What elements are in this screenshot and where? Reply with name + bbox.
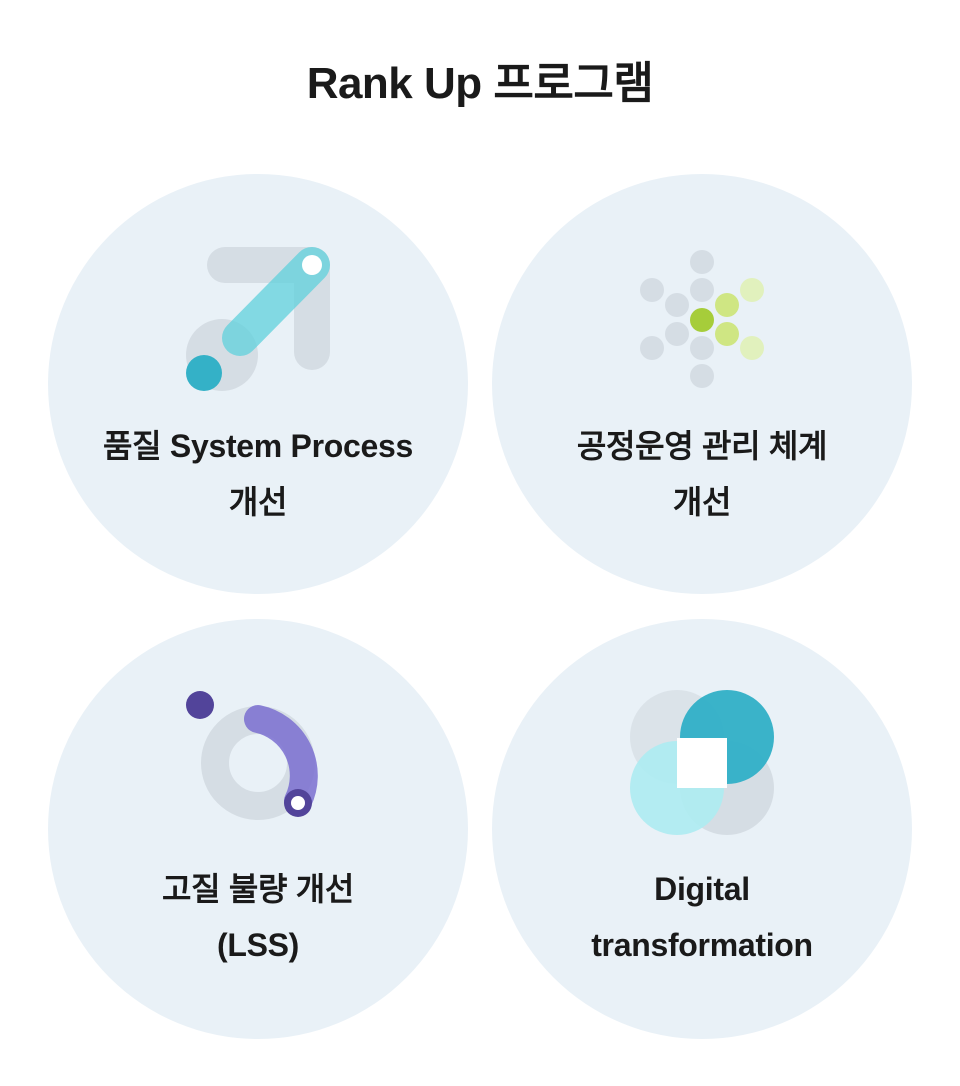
- arrow-up-right-icon: [186, 247, 330, 391]
- program-card-chronic-defect: 고질 불량 개선 (LSS): [48, 619, 468, 1039]
- card-label: Digital transformation: [492, 861, 912, 973]
- card-label-line2: 개선: [672, 484, 732, 520]
- card-label-line1: 고질 불량 개선: [161, 871, 355, 907]
- program-card-process-operation: 공정운영 관리 체계 개선: [492, 174, 912, 594]
- card-label-line2: 개선: [228, 484, 288, 520]
- ring-progress-icon: [186, 691, 318, 820]
- program-card-quality-system: 품질 System Process 개선: [48, 174, 468, 594]
- card-label: 공정운영 관리 체계 개선: [492, 418, 912, 530]
- card-label: 고질 불량 개선 (LSS): [48, 861, 468, 973]
- card-label-line1: Digital: [654, 871, 750, 907]
- overlapping-circles-icon: [630, 690, 774, 835]
- program-card-digital-transformation: Digital transformation: [492, 619, 912, 1039]
- card-label: 품질 System Process 개선: [48, 418, 468, 530]
- card-label-line1: 품질 System Process: [103, 428, 413, 464]
- card-label-line1: 공정운영 관리 체계: [576, 428, 828, 464]
- card-label-line2: (LSS): [216, 927, 300, 963]
- dot-network-icon: [640, 250, 764, 388]
- page-title: Rank Up 프로그램: [306, 59, 654, 108]
- card-label-line2: transformation: [591, 927, 813, 963]
